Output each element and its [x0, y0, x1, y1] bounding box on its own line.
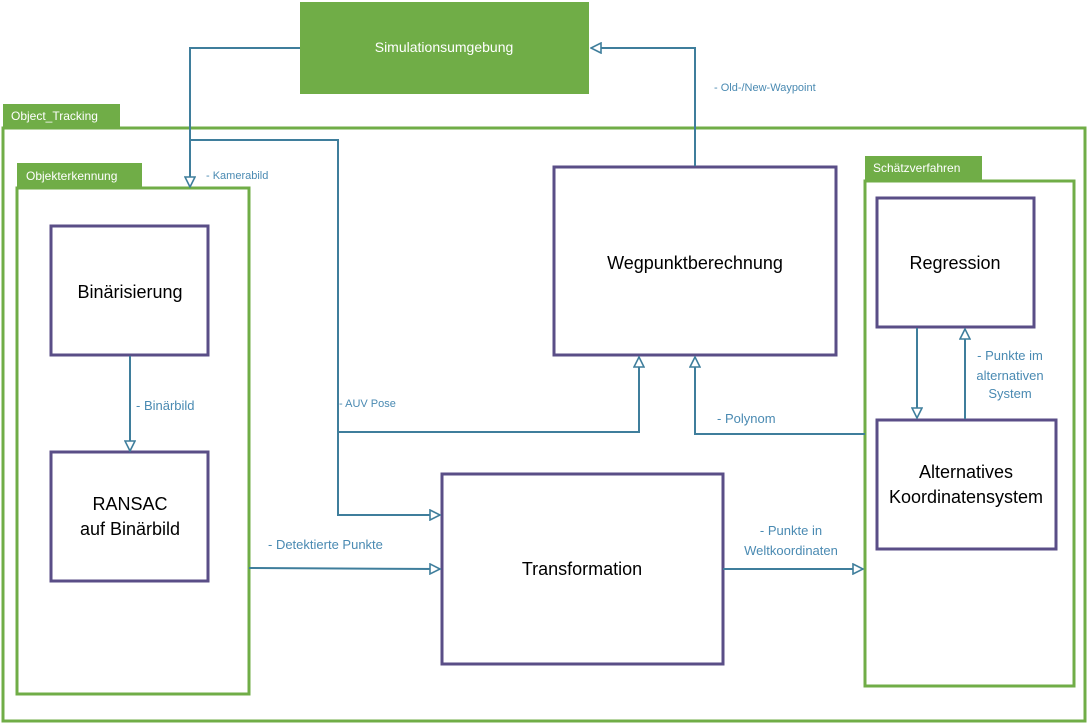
regression-label: Regression: [909, 253, 1000, 273]
transformation-label: Transformation: [522, 559, 642, 579]
binarisierung-box[interactable]: Binärisierung: [49, 224, 210, 357]
schaetzverfahren-label: Schätzverfahren: [873, 161, 960, 175]
objekterkennung-container: Objekterkennung: [15, 163, 251, 696]
label-auv-pose: - AUV Pose: [339, 398, 396, 410]
edge-ransac-to-transformation: [248, 568, 440, 569]
edge-auv-pose: [190, 139, 440, 516]
edge-polynom-to-wegpunkt: [695, 357, 865, 435]
wegpunktberechnung-label: Wegpunktberechnung: [607, 253, 783, 273]
alternatives-label-line1: Alternatives: [919, 462, 1013, 482]
label-punkte-alt-line3: System: [988, 386, 1031, 401]
label-kamerabild: - Kamerabild: [206, 170, 268, 182]
edge-wegpunkt-to-simulation: [591, 48, 696, 166]
simulation-box[interactable]: Simulationsumgebung: [300, 2, 589, 94]
label-waypoint: - Old-/New-Waypoint: [714, 82, 816, 94]
label-punkte-alt-line2: alternativen: [976, 368, 1043, 383]
edge-auv-pose-to-wegpunkt: [338, 357, 639, 433]
label-punkte-welt-line2: Weltkoordinaten: [744, 543, 838, 558]
wegpunktberechnung-box[interactable]: Wegpunktberechnung: [552, 165, 838, 357]
label-polynom: - Polynom: [717, 411, 776, 426]
label-punkte-welt-line1: - Punkte in: [760, 523, 822, 538]
ransac-box[interactable]: RANSAC auf Binärbild: [49, 450, 210, 583]
objekterkennung-label: Objekterkennung: [26, 169, 117, 183]
ransac-label-line2: auf Binärbild: [80, 519, 180, 539]
transformation-box[interactable]: Transformation: [440, 472, 725, 666]
alternatives-label-line2: Koordinatensystem: [889, 487, 1043, 507]
alternatives-koordinatensystem-box[interactable]: Alternatives Koordinatensystem: [875, 418, 1058, 551]
label-punkte-alt-line1: - Punkte im: [977, 348, 1043, 363]
ransac-label-line1: RANSAC: [92, 494, 167, 514]
simulation-label: Simulationsumgebung: [375, 39, 514, 55]
binarisierung-label: Binärisierung: [77, 282, 182, 302]
label-detektierte-punkte: - Detektierte Punkte: [268, 537, 383, 552]
edge-simulation-to-objekterkennung: [190, 47, 300, 187]
regression-box[interactable]: Regression: [875, 196, 1036, 329]
object-tracking-container: Object_Tracking: [1, 104, 1087, 723]
label-binaerbild: - Binärbild: [136, 398, 195, 413]
object-tracking-label: Object_Tracking: [11, 109, 98, 123]
